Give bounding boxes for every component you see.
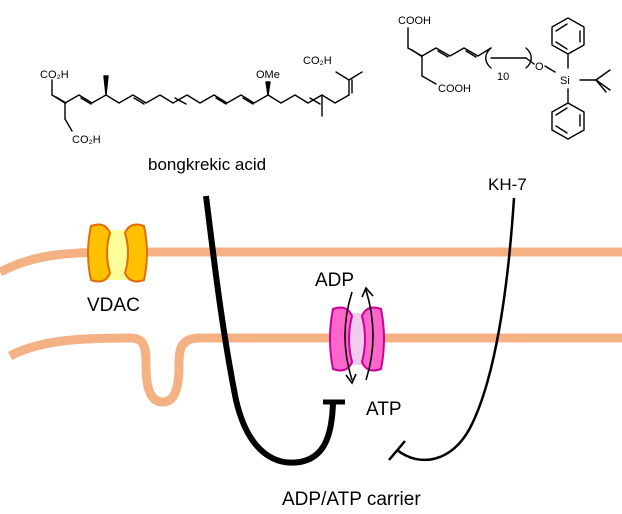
vdac-left-subunit bbox=[87, 223, 112, 283]
adp-import-arrow bbox=[344, 291, 353, 381]
kh7-cooh-top: COOH bbox=[398, 15, 431, 27]
bongkrekic-acid-label: bongkrekic acid bbox=[148, 155, 266, 174]
kh7-structure bbox=[407, 17, 611, 140]
bongkrekic-ome: OMe bbox=[256, 69, 280, 81]
adp-arrowhead-icon bbox=[345, 373, 357, 385]
inhibitor-lines bbox=[203, 195, 516, 466]
exchange-arrows bbox=[344, 286, 374, 385]
bongkrekic-co2h-bottom-left: CO₂H bbox=[72, 134, 101, 146]
atp-label: ATP bbox=[366, 399, 402, 420]
carrier-left-subunit bbox=[329, 306, 354, 372]
kh7-chain-repeat: 10 bbox=[497, 71, 509, 83]
adp-label: ADP bbox=[315, 270, 354, 291]
kh7-silicon: Si bbox=[560, 75, 570, 87]
adp-atp-carrier bbox=[329, 306, 385, 372]
kh7-label: KH-7 bbox=[488, 175, 527, 194]
kh7-inhibition bbox=[396, 197, 516, 462]
atp-arrowhead-icon bbox=[361, 286, 374, 298]
bongkrekic-acid-inhibition bbox=[203, 195, 336, 466]
kh7-oxygen: O bbox=[535, 61, 544, 73]
bongkrekic-co2h-top-left: CO₂H bbox=[40, 69, 69, 81]
atp-export-arrow bbox=[365, 289, 374, 381]
vdac-label: VDAC bbox=[87, 295, 140, 316]
carrier-label: ADP/ATP carrier bbox=[282, 489, 421, 510]
kh7-cooh-bottom: COOH bbox=[438, 83, 471, 95]
vdac-right-subunit bbox=[123, 223, 148, 283]
inner-membrane bbox=[7, 333, 622, 407]
bongkrekic-co2h-right: CO₂H bbox=[303, 55, 332, 67]
bongkrekic-acid-structure bbox=[51, 71, 363, 132]
kh7-inhibition-bar-icon bbox=[388, 440, 406, 461]
vdac-channel bbox=[87, 223, 148, 283]
